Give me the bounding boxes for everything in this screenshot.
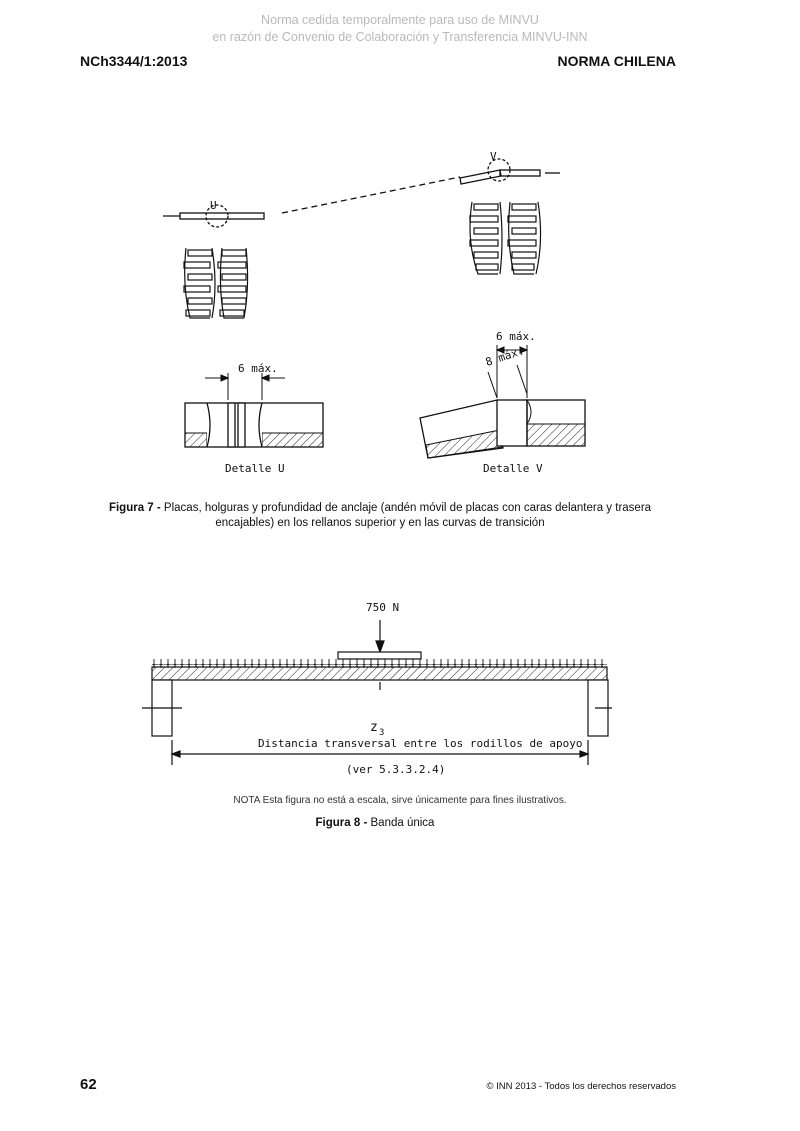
detail-v: 6 máx. 8 máx. Detalle V — [419, 330, 586, 475]
figure-7-caption: Figura 7 - Placas, holguras y profundida… — [100, 501, 660, 531]
label-u: U — [210, 199, 217, 212]
z-subscript: 3 — [379, 728, 384, 738]
figure-8-caption: Figura 8 - Banda única — [0, 817, 750, 829]
detail-v-label: Detalle V — [483, 462, 543, 475]
label-v: V — [490, 150, 497, 163]
dim-v1: 6 máx. — [496, 330, 536, 343]
page-number: 62 — [80, 1076, 97, 1093]
load-label: 750 N — [366, 601, 399, 614]
dim-u: 6 máx. — [238, 362, 278, 375]
detail-u-label: Detalle U — [225, 462, 285, 475]
z-label: z — [370, 720, 378, 735]
figure-7-caption-text: Placas, holguras y profundidad de anclaj… — [163, 502, 652, 529]
figure-8-note: NOTA Esta figura no está a escala, sirve… — [233, 795, 567, 806]
comb-teeth-right — [469, 203, 537, 271]
figure-8-drawing: 750 N z 3 Distancia transversal entre lo… — [142, 601, 612, 776]
standard-code: NCh3344/1:2013 — [80, 53, 188, 69]
reference-label: (ver 5.3.3.2.4) — [346, 763, 445, 776]
figure-8-caption-label: Figura 8 - — [315, 817, 368, 829]
figure-7-caption-label: Figura 7 - — [108, 502, 161, 514]
distance-label: Distancia transversal entre los rodillos… — [258, 737, 583, 750]
copyright: © INN 2013 - Todos los derechos reservad… — [486, 1081, 676, 1092]
detail-u: 6 máx. Detalle U — [184, 362, 324, 475]
comb-teeth-left — [183, 249, 247, 317]
figure-7-drawing: U V — [163, 150, 586, 475]
figure-8-caption-text: Banda única — [370, 817, 435, 829]
watermark-line-2: en razón de Convenio de Colaboración y T… — [212, 30, 588, 44]
dim-v2: 8 máx. — [484, 344, 526, 369]
watermark-line-1: Norma cedida temporalmente para uso de M… — [261, 13, 539, 27]
standard-title: NORMA CHILENA — [557, 53, 676, 69]
watermark: Norma cedida temporalmente para uso de M… — [0, 12, 800, 46]
